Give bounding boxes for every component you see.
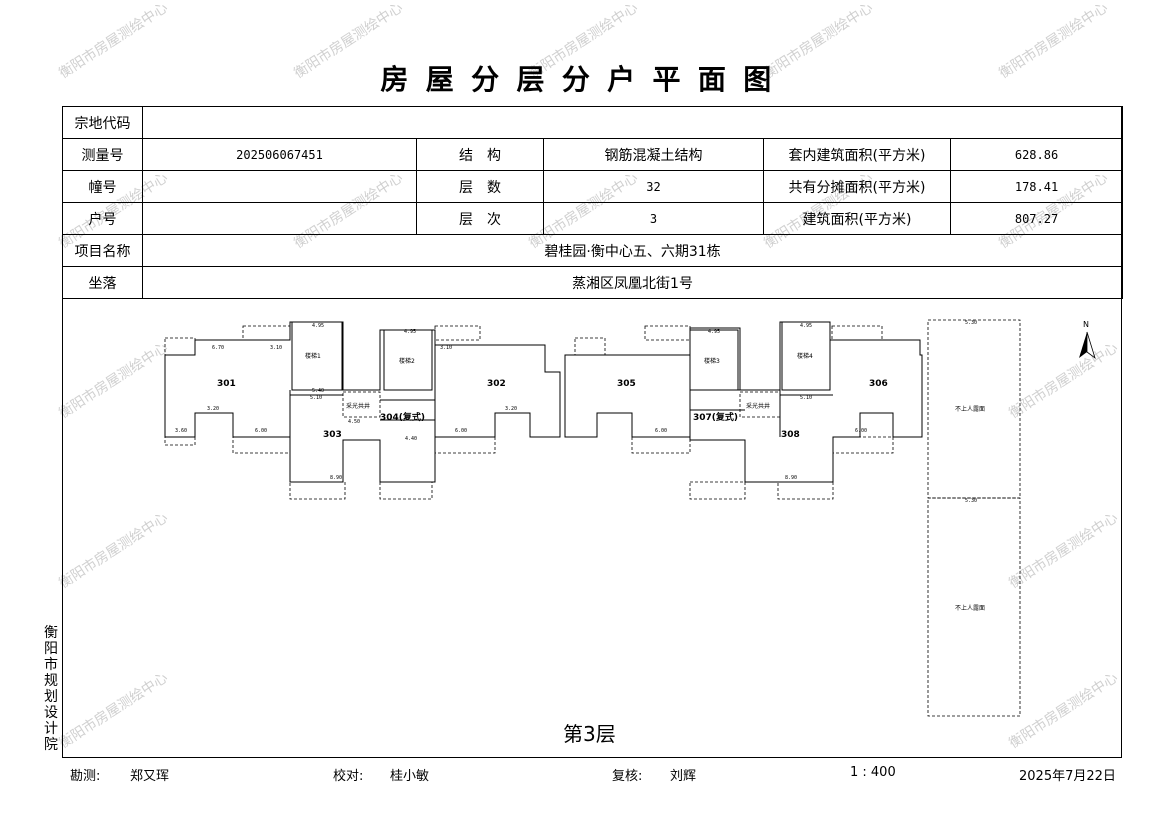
location-value: 蒸湘区凤凰北街1号 (141, 266, 1124, 299)
dim-text: 6.00 (255, 428, 267, 434)
balcony (379, 481, 433, 500)
balcony (831, 325, 883, 341)
balcony (434, 436, 496, 454)
dim-text: 5.30 (965, 320, 977, 326)
survey-label: 测量号 (62, 138, 143, 171)
dim-text: 3.60 (175, 428, 187, 434)
inner-area-value: 628.86 (949, 138, 1124, 171)
total-area-value: 807.27 (949, 202, 1124, 235)
stair-label: 楼梯2 (399, 357, 415, 365)
surveyor-label: 勘测: (70, 769, 101, 784)
dim-text: 5.40 (312, 388, 324, 394)
floors-value: 32 (543, 170, 764, 203)
stair-label: 楼梯4 (797, 352, 813, 360)
plan-outline-right (564, 321, 923, 483)
plan-outline-left (164, 321, 561, 483)
plan-interior-walls (289, 345, 833, 437)
dim-text: 4.50 (348, 419, 360, 425)
dim-text: 3.10 (440, 345, 452, 351)
garden-box-lower (927, 497, 1021, 717)
unit-label: 307(复式) (693, 411, 738, 423)
struct-label: 结 构 (416, 138, 544, 171)
bldg-label: 幢号 (62, 170, 143, 203)
dim-text: 3.10 (270, 345, 282, 351)
bldg-value (142, 170, 417, 203)
reviewer-name: 刘辉 (670, 769, 697, 784)
shared-area-label: 共有分摊面积(平方米) (763, 170, 951, 203)
light-shaft-box (739, 391, 781, 418)
dim-text: 6.00 (455, 428, 467, 434)
checker-label: 校对: (333, 769, 364, 784)
page-title: 房屋分层分户平面图 (380, 63, 789, 96)
side-organization: 衡阳市规划设计院 (44, 625, 58, 753)
balcony (777, 481, 834, 500)
location-label: 坐落 (62, 266, 143, 299)
unit-label: 303 (323, 430, 342, 440)
shaft-label: 采光共井 (746, 402, 770, 410)
stair-box-4 (781, 321, 831, 391)
north-label: N (1083, 320, 1089, 329)
balcony (242, 325, 291, 341)
scale-text: 1 : 400 (850, 765, 896, 780)
balcony (689, 481, 746, 500)
project-label: 项目名称 (62, 234, 143, 267)
light-shaft-box (342, 391, 381, 418)
balcony (164, 436, 196, 446)
balcony (574, 337, 606, 356)
surveyor-name: 郑又珲 (130, 769, 170, 784)
inner-area-label: 套内建筑面积(平方米) (763, 138, 951, 171)
dim-text: 8.90 (330, 475, 342, 481)
unit-label: 304(复式) (380, 411, 425, 423)
total-area-label: 建筑面积(平方米) (763, 202, 951, 235)
balcony (644, 325, 691, 341)
dim-text: 5.10 (310, 395, 322, 401)
project-value: 碧桂园·衡中心五、六期31栋 (141, 234, 1124, 267)
dim-text: 4.95 (800, 323, 812, 329)
balcony (631, 436, 691, 454)
date-text: 2025年7月22日 (1019, 769, 1116, 784)
dim-text: 4.40 (405, 436, 417, 442)
dim-text: 6.70 (212, 345, 224, 351)
stair-box-3 (689, 329, 739, 391)
dim-text: 3.20 (505, 406, 517, 412)
reviewer-label: 复核: (612, 769, 643, 784)
dim-text: 6.00 (655, 428, 667, 434)
floor-label: 第3层 (563, 722, 616, 746)
balcony (164, 337, 196, 356)
info-table: 宗地代码 测量号 202506067451 结 构 钢筋混凝土结构 套内建筑面积… (62, 106, 1124, 299)
shaft-label: 采光共井 (346, 402, 370, 410)
balcony (434, 325, 481, 341)
dim-text: 4.95 (708, 329, 720, 335)
balcony (232, 436, 291, 454)
stair-box-1 (291, 321, 343, 391)
balcony (289, 481, 346, 500)
unit-label: 306 (869, 379, 888, 389)
dim-text: 5.10 (800, 395, 812, 401)
dim-text: 8.90 (785, 475, 797, 481)
dim-text: 4.95 (312, 323, 324, 329)
north-arrow-icon: N (1079, 320, 1096, 360)
dim-text: 6.00 (855, 428, 867, 434)
checker-name: 桂小敏 (390, 769, 430, 784)
dim-text: 3.20 (207, 406, 219, 412)
stair-label: 楼梯3 (704, 357, 720, 365)
unit-label: 户号 (62, 202, 143, 235)
unit-label: 301 (217, 379, 236, 389)
shared-area-value: 178.41 (949, 170, 1124, 203)
unit-label: 302 (487, 379, 506, 389)
stair-label: 楼梯1 (305, 352, 321, 360)
dim-text: 5.30 (965, 498, 977, 504)
balcony (832, 436, 894, 454)
unit-label: 308 (781, 430, 800, 440)
unit-label: 305 (617, 379, 636, 389)
garden-label: 不上人露面 (955, 405, 985, 413)
dim-text: 4.95 (404, 329, 416, 335)
stair-box-2 (383, 329, 433, 391)
garden-label: 不上人露面 (955, 604, 985, 612)
